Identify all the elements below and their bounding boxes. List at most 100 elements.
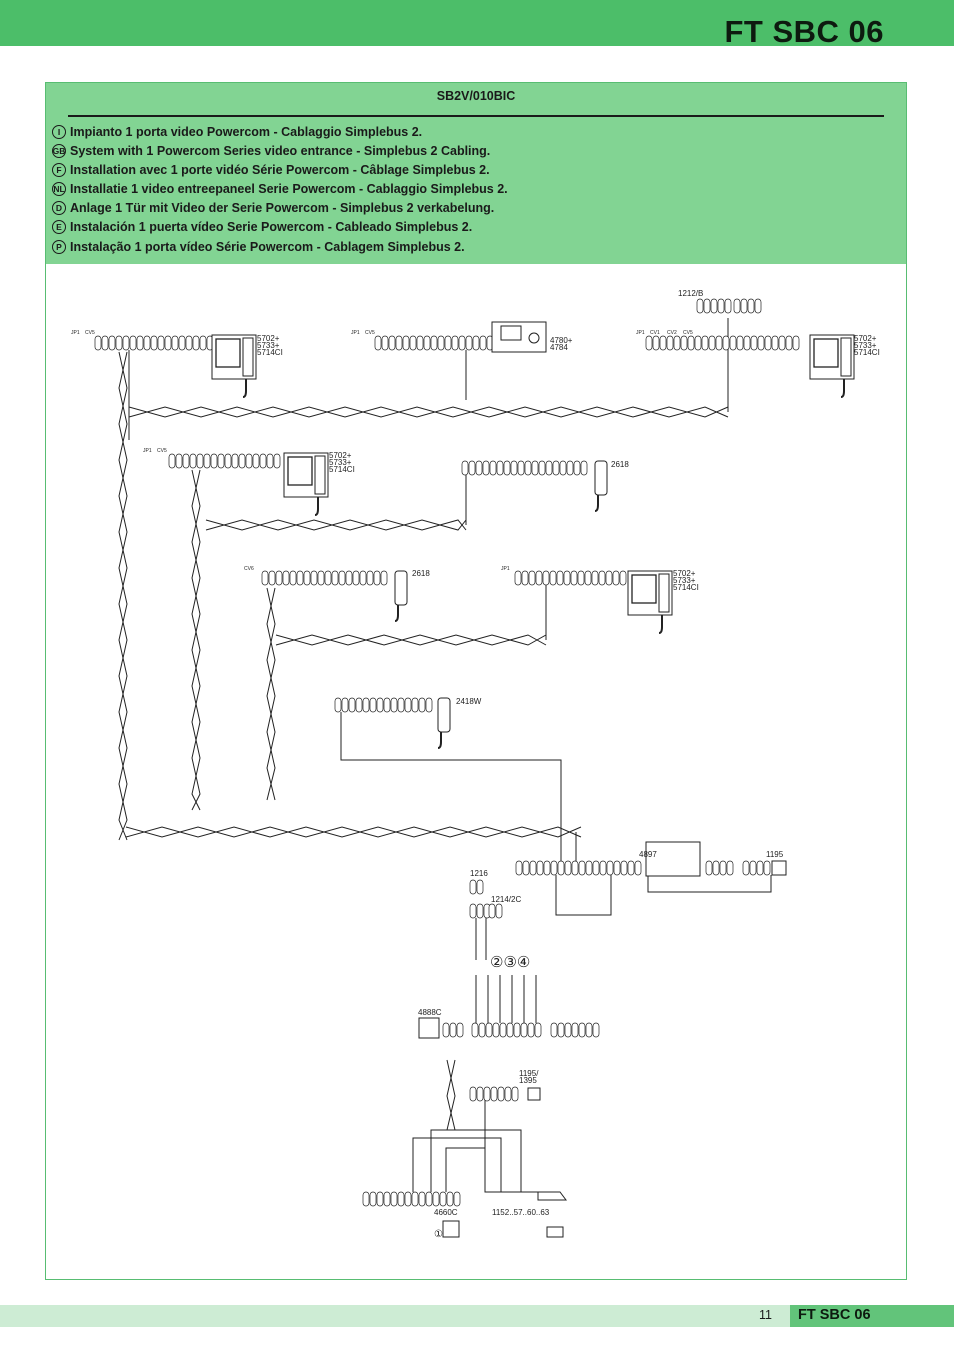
terminal (362, 697, 370, 713)
label-monitor-3c: 5714CI (329, 465, 355, 474)
terminal (506, 1022, 514, 1038)
terminal (129, 335, 137, 351)
terminal (743, 335, 751, 351)
twisted-wire (125, 826, 582, 838)
terminal (444, 335, 452, 351)
terminal (231, 453, 239, 469)
terminal (511, 1086, 519, 1102)
terminal (550, 1022, 558, 1038)
terminal (476, 903, 484, 919)
page-number: 11 (759, 1308, 772, 1322)
terminal (261, 570, 269, 586)
terminal (489, 460, 497, 476)
lock-icon (537, 1191, 567, 1201)
label-filter: 1214/2C (491, 895, 521, 904)
terminal (479, 335, 487, 351)
terminal (143, 335, 151, 351)
terminal (404, 1191, 412, 1207)
monitor-handset (242, 337, 254, 377)
twisted-wire (118, 351, 128, 841)
label-controller: 4888C (418, 1008, 442, 1017)
terminal (712, 860, 720, 876)
lang-row-gb: GB System with 1 Powercom Series video e… (52, 142, 490, 160)
terminal (359, 570, 367, 586)
monitor-handset (840, 337, 852, 377)
lang-badge-icon: NL (52, 182, 66, 196)
twisted-wire (191, 469, 201, 811)
terminal (416, 335, 424, 351)
terminal (619, 570, 627, 586)
label-cv5-a: CV5 (85, 330, 95, 336)
handset-cord (242, 379, 247, 398)
terminal (550, 860, 558, 876)
terminal (469, 879, 477, 895)
terminal (482, 460, 490, 476)
terminal (352, 570, 360, 586)
terminal (557, 1022, 565, 1038)
lang-text: Instalação 1 porta vídeo Série Powercom … (70, 240, 465, 254)
wires (118, 318, 772, 1193)
terminal (485, 1022, 493, 1038)
terminal (785, 335, 793, 351)
terminal (563, 570, 571, 586)
label-monitor-2b: 5733+ (854, 341, 877, 350)
terminal (652, 335, 660, 351)
terminal (483, 1086, 491, 1102)
lang-row-nl: NL Installatie 1 video entreepaneel Seri… (52, 180, 508, 198)
label-monitor-2a: 5702+ (854, 334, 877, 343)
terminal (659, 335, 667, 351)
terminal (517, 460, 525, 476)
terminal (203, 453, 211, 469)
terminal (666, 335, 674, 351)
terminal (245, 453, 253, 469)
monitor-screen (215, 338, 241, 368)
system-code: SB2V/010BIC (436, 89, 516, 103)
label-monitor-1b: 5733+ (257, 341, 280, 350)
terminal (430, 335, 438, 351)
wire (340, 712, 562, 861)
label-jp1-c: JP1 (636, 330, 645, 336)
terminal (310, 570, 318, 586)
terminal (362, 1191, 370, 1207)
terminal (757, 335, 765, 351)
terminal (182, 453, 190, 469)
terminal (446, 1191, 454, 1207)
terminal (475, 460, 483, 476)
terminal (409, 335, 417, 351)
label-monitor-2c: 5714CI (854, 348, 880, 357)
terminal (451, 335, 459, 351)
terminal (355, 697, 363, 713)
twisted-wire (128, 406, 729, 418)
terminal (397, 697, 405, 713)
terminal (591, 570, 599, 586)
terminal (136, 335, 144, 351)
lang-text: System with 1 Powercom Series video entr… (70, 144, 491, 158)
terminal (185, 335, 193, 351)
terminal (252, 453, 260, 469)
label-monitor-1c: 5714CI (257, 348, 283, 357)
terminal (418, 1191, 426, 1207)
terminal (703, 298, 711, 314)
terminal (469, 1086, 477, 1102)
wire (445, 1147, 485, 1192)
terminal (571, 1022, 579, 1038)
terminal (584, 570, 592, 586)
terminal (404, 697, 412, 713)
terminal (527, 1022, 535, 1038)
label-jp1-d: JP1 (143, 448, 152, 454)
lang-text: Installatie 1 video entreepaneel Serie P… (70, 182, 508, 196)
label-switchboard-b: 4784 (550, 343, 568, 352)
label-transformer: 1195 (766, 850, 784, 859)
terminal (719, 860, 727, 876)
terminal (390, 697, 398, 713)
terminal (792, 335, 800, 351)
label-cv5-b: CV5 (365, 330, 375, 336)
lang-row-es: E Instalación 1 puerta vídeo Serie Power… (52, 218, 472, 236)
terminal (341, 697, 349, 713)
terminal (592, 1022, 600, 1038)
label-monitor-4b: 5733+ (673, 576, 696, 585)
lang-badge-icon: P (52, 240, 66, 254)
lang-badge-icon: D (52, 201, 66, 215)
terminal (598, 570, 606, 586)
divider (68, 115, 884, 117)
